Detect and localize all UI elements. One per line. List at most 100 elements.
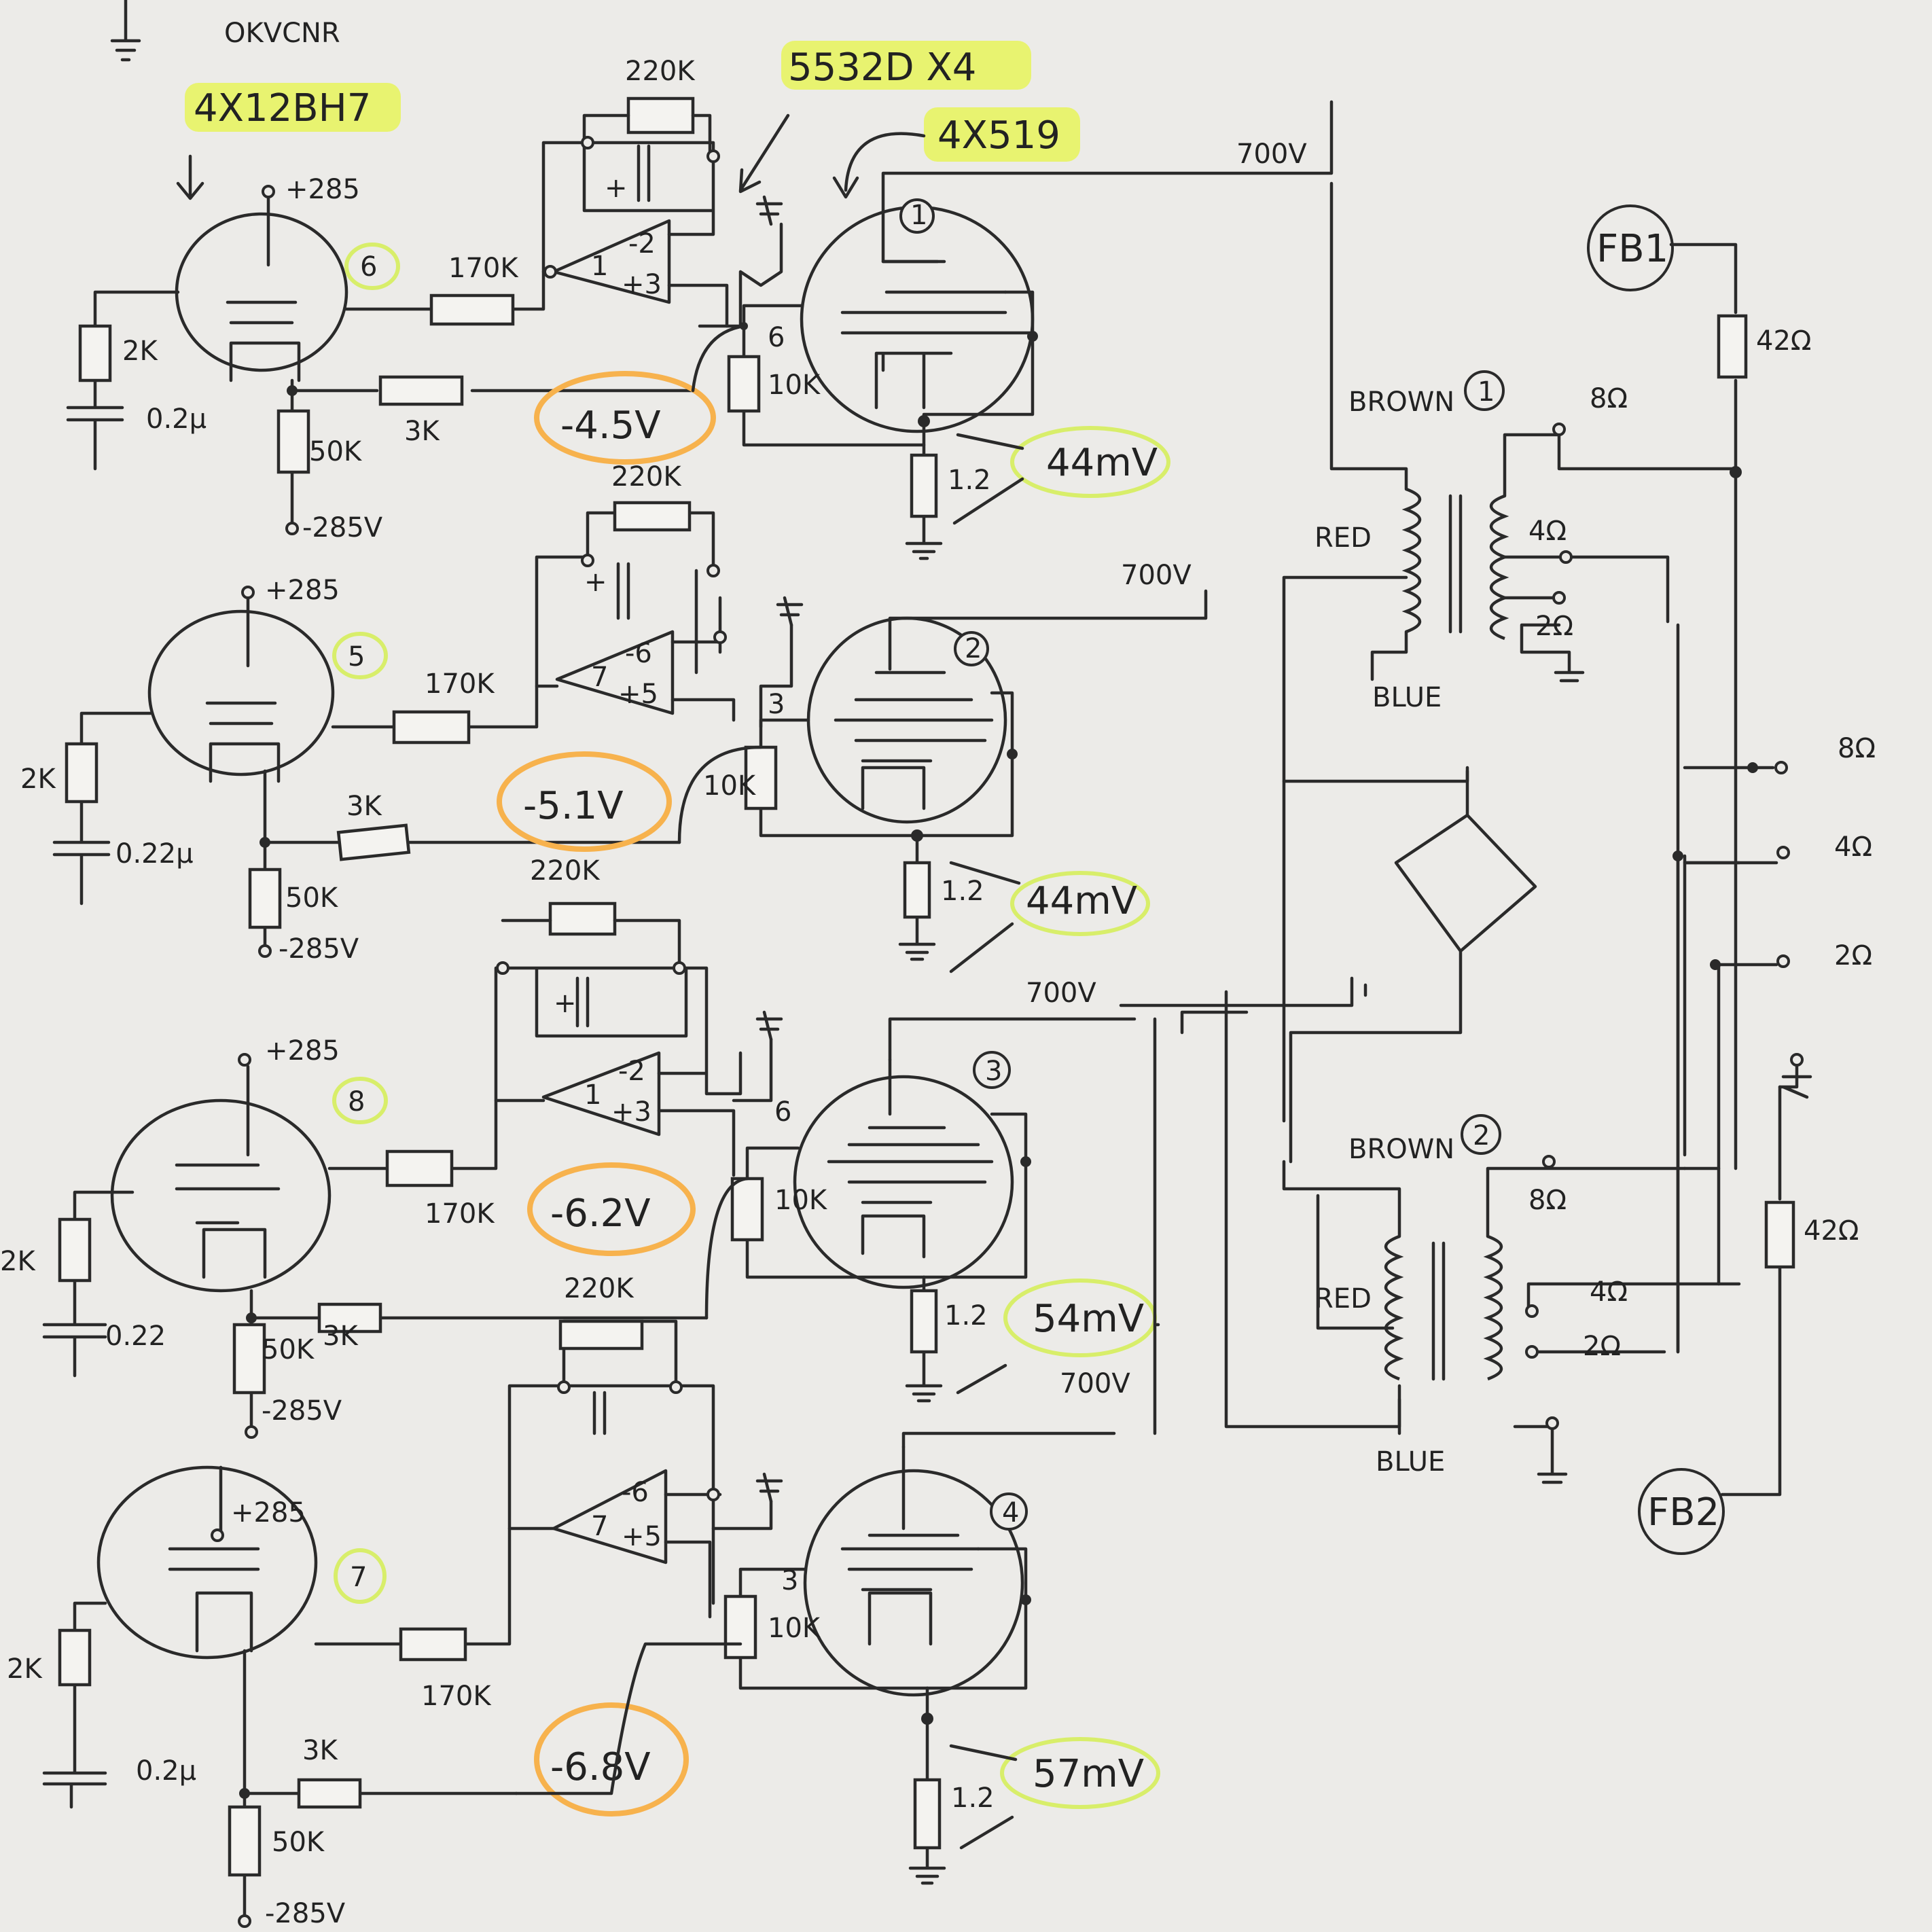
output-label-8: 8Ω: [1838, 733, 1876, 764]
load-label: 50K: [285, 882, 339, 914]
primary-leads: [1316, 1194, 1401, 1435]
bias-highlight: [527, 1162, 696, 1256]
fb2-resistor-label: 42Ω: [1804, 1215, 1859, 1247]
cathode-resistor-label: 3K: [302, 1735, 338, 1766]
current-reading: 54mV: [1033, 1297, 1144, 1341]
series-resistor: [385, 1149, 454, 1187]
tap-8-label: 8Ω: [1590, 383, 1628, 414]
transformer-core: [1431, 1241, 1446, 1381]
series-resistor-label: 170K: [448, 253, 519, 284]
opamp-pin-inv: -6: [625, 638, 652, 669]
secondary-taps: [1503, 433, 1738, 683]
gnd-wire: [759, 623, 793, 729]
output-tube-number: 1: [910, 200, 927, 231]
feedback-cap: [592, 1391, 607, 1435]
probe-arrows: [949, 861, 1021, 973]
sense-resistor: [910, 453, 938, 518]
opamp-pin-noninv: +3: [611, 1096, 651, 1128]
highlight-opamp: [781, 41, 1031, 90]
junction: [581, 136, 594, 149]
grid-resistor: [58, 1628, 92, 1687]
load-resistor: [228, 1805, 262, 1877]
tube-grids: [827, 1058, 994, 1259]
feedback-resistor: [548, 901, 617, 936]
transformer-number: 1: [1478, 376, 1495, 408]
tap-4-label: 4Ω: [1528, 516, 1567, 547]
cathode-wiring: [263, 769, 681, 946]
screen-resistor: [730, 1177, 764, 1242]
b-plus-label: 700V: [1236, 139, 1307, 170]
feedback-resistor-label: 220K: [625, 56, 696, 87]
output-terminal-2[interactable]: [1776, 954, 1790, 968]
sense-resistor-label: 1.2: [941, 876, 984, 907]
arrow-icon: [176, 154, 204, 200]
transformer-label: BROWN: [1348, 387, 1454, 418]
screen-grid-wire: [915, 691, 1014, 838]
current-reading: 57mV: [1033, 1752, 1144, 1796]
preamp-tube: [147, 609, 335, 776]
probe-arrows: [952, 433, 1024, 525]
grid-resistor: [65, 742, 99, 804]
output-terminal-4[interactable]: [1776, 846, 1790, 859]
supply-label: +285: [285, 174, 360, 205]
tube-number-highlight: [334, 1548, 387, 1604]
fb1-resistor-label: 42Ω: [1756, 325, 1811, 357]
grid-resistor-label: 2K: [7, 1653, 43, 1685]
junction: [287, 385, 298, 396]
opamp-pin-out: 7: [591, 662, 608, 693]
load-resistor: [276, 409, 310, 474]
svg-text:+: +: [605, 173, 628, 204]
opamp-pin-out: 1: [591, 251, 608, 282]
b-plus-label: 700V: [1121, 560, 1192, 591]
neg-terminal: [238, 1914, 251, 1928]
screen-resistor-label: 10K: [768, 370, 821, 401]
probe-arrows: [949, 1744, 1018, 1850]
screen-wiring: [738, 1567, 929, 1690]
cathode-sense: [908, 1686, 946, 1885]
grid-resistor-label: 2K: [122, 336, 158, 367]
grid-network: [66, 290, 180, 471]
pin-number: 6: [768, 322, 785, 353]
tube-grids: [834, 670, 994, 810]
cap-label: 0.2μ: [146, 404, 207, 435]
gnd-wire: [738, 222, 783, 328]
feedback-resistor: [613, 501, 692, 532]
tube-number: 8: [348, 1086, 365, 1117]
stage-2: +285 5 2K 0.22μ 50K -285V 3K 170K 7 -6 +…: [20, 461, 1208, 973]
b-plus-feed: [1153, 1010, 1249, 1435]
primary-top: [1282, 1160, 1401, 1238]
tube-grids: [840, 260, 1035, 410]
series-resistor-label: 170K: [421, 1681, 492, 1712]
supply-terminal: [241, 586, 255, 599]
load-resistor: [232, 1323, 266, 1395]
load-label: 50K: [272, 1827, 325, 1858]
cap-label: 0.2μ: [136, 1755, 196, 1787]
svg-text:+: +: [584, 567, 607, 598]
pin-number: 3: [768, 689, 785, 720]
current-highlight: [1010, 871, 1150, 936]
secondary-taps: [1486, 1160, 1741, 1484]
cathode-resistor-label: 3K: [323, 1321, 359, 1352]
preamp-tubes-label: 4X12BH7: [194, 86, 371, 130]
feedback-resistor: [626, 96, 695, 135]
feedback-resistor: [558, 1319, 644, 1350]
probe-arrows: [956, 1363, 1007, 1395]
transformer-2: BROWN 2 RED BLUE 8Ω 4Ω 2Ω: [1282, 1114, 1741, 1484]
sense-resistor-label: 1.2: [948, 465, 991, 496]
opamp-pin-noninv: +5: [618, 679, 658, 710]
grid-wire: [314, 1526, 512, 1646]
opamp-label: 5532D X4: [788, 46, 976, 90]
output-terminal-8[interactable]: [1774, 761, 1788, 774]
opamp-pin-noninv: +5: [622, 1521, 662, 1552]
stage-3: +285 8 2K 0.22 50K -285V 3K 170K 1 -2 +3…: [0, 855, 1157, 1439]
fb2-circle: [1638, 1468, 1725, 1555]
ground-icon: [755, 1010, 783, 1041]
screen-resistor: [723, 1594, 757, 1660]
b-plus-label: 700V: [1026, 978, 1096, 1009]
neg-supply-label: -285V: [302, 512, 383, 543]
grid-network: [52, 711, 153, 906]
plate-wire: [888, 1017, 1137, 1062]
sense-resistor-label: 1.2: [951, 1783, 995, 1814]
tap-2-label: 2Ω: [1583, 1331, 1621, 1362]
